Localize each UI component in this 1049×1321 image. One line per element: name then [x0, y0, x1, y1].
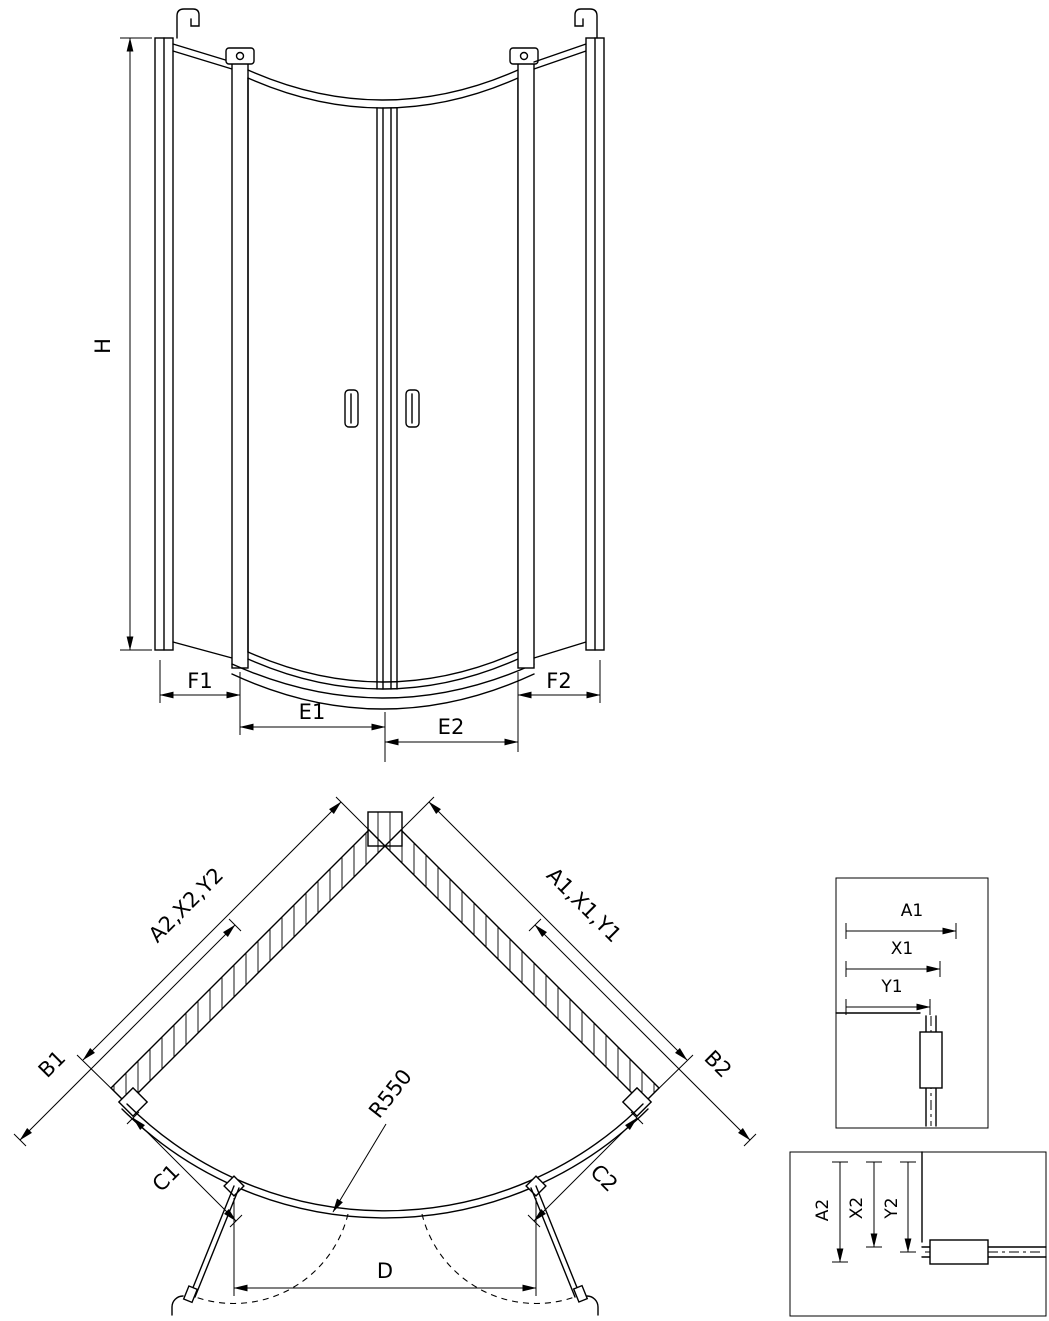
dim-wall-right-label: A1,X1,Y1 [542, 863, 626, 947]
dim-height: H [91, 37, 152, 651]
dim-f1-label: F1 [187, 669, 212, 693]
left-pivot-column [225, 47, 255, 669]
dim-e2-label: E2 [438, 715, 465, 739]
left-fixed-panel [172, 43, 233, 659]
dim-height-label: H [91, 338, 115, 354]
dim-e2: E2 [384, 672, 519, 752]
dim-wall-left: A2,X2,Y2 [76, 796, 380, 1099]
header-rail [247, 69, 519, 109]
dim-f2-label: F2 [546, 669, 571, 693]
detail-dim-x1: X1 [845, 939, 941, 977]
dim-f1: F1 [159, 660, 241, 735]
shower-tray [231, 663, 535, 710]
dim-b1-label: B1 [34, 1046, 71, 1083]
dim-c2-label: C2 [586, 1160, 623, 1197]
glass-clamp-profile [919, 1031, 943, 1089]
wall-right [384, 829, 660, 1105]
dim-opening: D [233, 1198, 537, 1296]
dim-opening-label: D [377, 1259, 393, 1283]
detail-y1-label: Y1 [880, 977, 902, 997]
door-edge-profile-left [182, 1285, 199, 1304]
right-fixed-panel [533, 43, 587, 659]
front-elevation-view: H [91, 8, 605, 762]
dim-e1-label: E1 [299, 700, 326, 724]
detail-dim-a2: A2 [813, 1161, 848, 1263]
dim-c1-label: C1 [148, 1160, 185, 1197]
dim-radius-label: R550 [364, 1065, 417, 1123]
dim-wall-right: A1,X1,Y1 [390, 796, 694, 1099]
glass-front-arc [121, 1103, 649, 1219]
detail-dim-y2: Y2 [882, 1161, 916, 1253]
detail-dim-y1: Y1 [845, 977, 931, 1015]
detail-x1-label: X1 [891, 939, 913, 959]
detail-top-frame [835, 877, 989, 1129]
detail-dim-a1: A1 [845, 901, 957, 939]
door-handle-right [405, 389, 420, 428]
left-wall-profile [154, 8, 200, 651]
wall-bracket-right [574, 8, 598, 39]
detail-view-top: A1 X1 Y1 [835, 877, 989, 1129]
door-left [247, 77, 384, 690]
dim-f2: F2 [517, 660, 601, 703]
plan-view: A2,X2,Y2 A1,X1,Y1 B1 B2 C1 [13, 796, 757, 1316]
dim-b2: B2 [528, 918, 757, 1147]
dim-radius: R550 [332, 1065, 417, 1213]
dim-b1: B1 [13, 918, 242, 1147]
detail-bottom-section [921, 1151, 1047, 1265]
detail-bottom-frame [789, 1151, 1047, 1317]
door-handle-left [344, 389, 359, 428]
right-wall-profile [574, 8, 605, 651]
dim-c1: C1 [126, 1111, 243, 1228]
door-right [390, 77, 519, 690]
right-pivot-column [509, 47, 539, 669]
detail-view-bottom: A2 X2 Y2 [789, 1151, 1047, 1317]
door-edge-profile-right [572, 1284, 589, 1303]
detail-dim-x2: X2 [847, 1161, 882, 1248]
dim-c2: C2 [527, 1111, 644, 1228]
detail-a2-label: A2 [813, 1199, 833, 1221]
detail-top-section [835, 1012, 943, 1127]
dim-wall-left-label: A2,X2,Y2 [144, 863, 228, 947]
wall-bracket-left [176, 8, 200, 39]
door-bottom-rail [247, 651, 519, 690]
wall-left [110, 829, 386, 1105]
detail-a1-label: A1 [901, 901, 923, 921]
door-tip-bracket-right [586, 1295, 599, 1316]
dim-b2-label: B2 [700, 1046, 737, 1083]
dim-e1: E1 [239, 700, 386, 762]
detail-x2-label: X2 [847, 1197, 867, 1219]
door-tip-bracket-left [171, 1295, 184, 1316]
detail-y2-label: Y2 [882, 1197, 902, 1219]
glass-clamp-profile [929, 1239, 989, 1265]
